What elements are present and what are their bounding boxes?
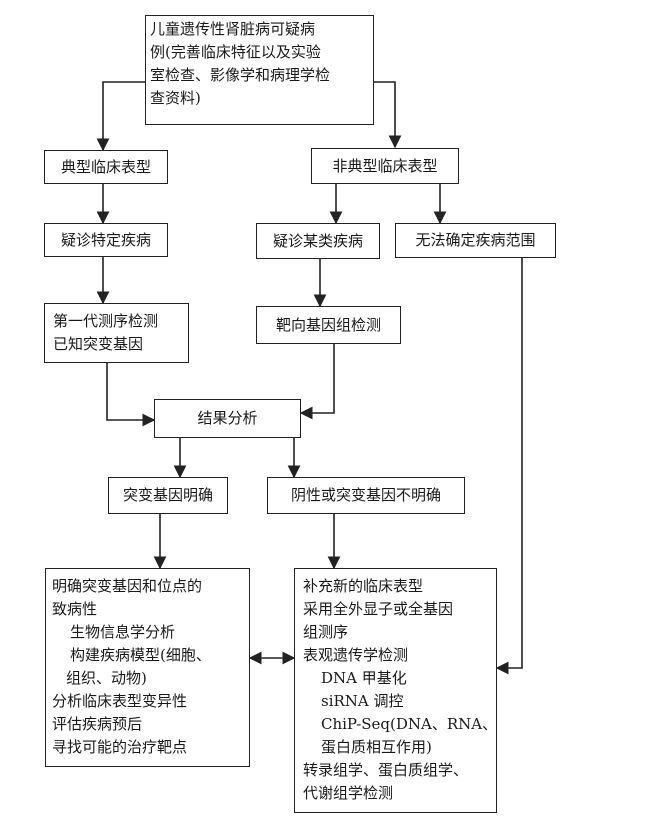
start-line-2: 例(完善临床特征以及实验	[150, 43, 321, 61]
undetermined-label: 无法确定疾病范围	[415, 231, 536, 249]
left-panel-line-4: 构建疾病模型(细胞、	[70, 646, 211, 664]
arrow-undetermined-to-right-panel	[495, 257, 523, 675]
right-panel-line-10: 代谢组学检测	[303, 784, 394, 802]
right-panel-line-2: 采用全外显子或全基因	[303, 600, 454, 618]
right-panel-line-4: 表观遗传学检测	[303, 646, 409, 664]
result-box: 结果分析	[154, 399, 301, 438]
mutation-clear-box: 突变基因明确	[108, 477, 228, 514]
start-box: 儿童遗传性肾脏病可疑病 例(完善临床特征以及实验 室检查、影像学和病理学检 查资…	[145, 15, 374, 125]
right-panel-line-1: 补充新的临床表型	[303, 577, 424, 595]
typical-phenotype-label: 典型临床表型	[60, 157, 151, 176]
right-panel-box: 补充新的临床表型 采用全外显子或全基因 组测序 表观遗传学检测 DNA 甲基化 …	[294, 568, 497, 813]
left-panel-box: 明确突变基因和位点的 致病性 生物信息学分析 构建疾病模型(细胞、 组织、动物)…	[45, 568, 250, 767]
undetermined-box: 无法确定疾病范围	[395, 223, 556, 258]
arrow-start-to-atypical	[373, 81, 402, 149]
sanger-box: 第一代测序检测 已知突变基因	[44, 303, 189, 363]
negative-label: 阴性或突变基因不明确	[290, 486, 441, 504]
suspect-specific-label: 疑诊特定疾病	[60, 230, 151, 249]
right-panel-line-6: siRNA 调控	[321, 692, 404, 710]
right-panel-line-3: 组测序	[303, 623, 349, 641]
typical-phenotype-box: 典型临床表型	[44, 150, 168, 184]
start-line-4: 查资料)	[150, 89, 201, 107]
right-panel-line-9: 转录组学、蛋白质组学、	[303, 761, 469, 779]
left-panel-line-8: 寻找可能的治疗靶点	[52, 738, 188, 756]
left-panel-line-2: 致病性	[52, 600, 98, 618]
targeted-label: 靶向基因组检测	[275, 315, 381, 334]
atypical-phenotype-box: 非典型临床表型	[311, 148, 459, 184]
suspect-class-label: 疑诊某类疾病	[272, 231, 363, 250]
sanger-line-2: 已知突变基因	[53, 335, 144, 353]
result-label: 结果分析	[197, 409, 258, 427]
arrow-sanger-to-result	[106, 363, 156, 427]
left-panel-line-5: 组织、动物)	[66, 669, 147, 687]
negative-box: 阴性或突变基因不明确	[267, 477, 465, 514]
mutation-clear-label: 突变基因明确	[122, 486, 213, 504]
left-panel-line-6: 分析临床表型变异性	[52, 692, 188, 710]
left-panel-line-7: 评估疾病预后	[52, 715, 143, 733]
sanger-line-1: 第一代测序检测	[53, 312, 159, 330]
suspect-specific-box: 疑诊特定疾病	[44, 223, 168, 257]
arrow-start-to-typical	[96, 81, 145, 152]
atypical-phenotype-label: 非典型临床表型	[332, 156, 438, 175]
right-panel-line-5: DNA 甲基化	[321, 669, 407, 687]
start-line-3: 室检查、影像学和病理学检	[150, 66, 331, 84]
left-panel-line-1: 明确突变基因和位点的	[52, 577, 203, 595]
right-panel-line-8: 蛋白质相互作用)	[321, 738, 432, 756]
targeted-box: 靶向基因组检测	[256, 306, 401, 344]
right-panel-line-7: ChiP-Seq(DNA、RNA、	[321, 715, 498, 733]
suspect-class-box: 疑诊某类疾病	[256, 223, 380, 259]
arrow-targeted-to-result	[299, 344, 335, 420]
left-panel-line-3: 生物信息学分析	[70, 623, 176, 641]
start-line-1: 儿童遗传性肾脏病可疑病	[150, 20, 316, 38]
